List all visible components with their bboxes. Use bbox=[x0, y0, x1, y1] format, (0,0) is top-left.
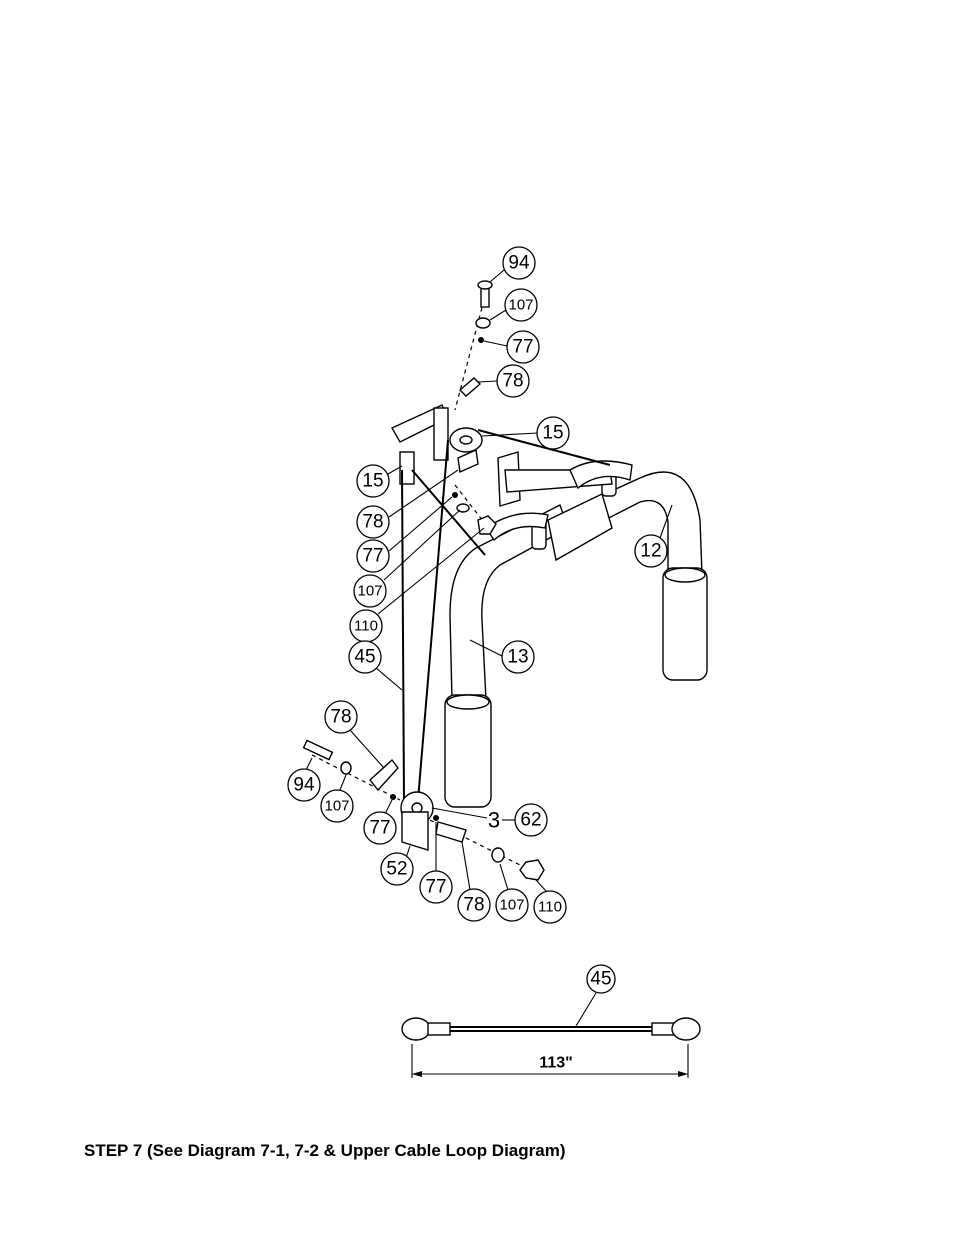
callout-110-left: 110 bbox=[349, 527, 485, 643]
callout-107-low-label: 107 bbox=[324, 798, 349, 815]
callout-45-cable-label: 45 bbox=[590, 969, 611, 990]
hardware bbox=[302, 280, 545, 881]
callout-13-label: 13 bbox=[507, 647, 528, 668]
callout-77-low: 77 bbox=[363, 799, 397, 845]
callout-15-left: 15 bbox=[356, 464, 403, 498]
callout-78-bottom: 78 bbox=[457, 841, 491, 922]
callout-62-label: 62 bbox=[520, 810, 541, 831]
upper-cable-loop-diagram: 45 113" bbox=[401, 964, 701, 1078]
callout-62-qty: 3 bbox=[488, 808, 500, 833]
step-heading: STEP 7 (See Diagram 7-1, 7-2 & Upper Cab… bbox=[84, 1141, 566, 1160]
callout-15-left-label: 15 bbox=[362, 471, 383, 492]
callout-52: 52 bbox=[380, 845, 414, 886]
cable-length-label: 113" bbox=[539, 1055, 572, 1072]
callout-94-top-label: 94 bbox=[508, 253, 530, 274]
cable-45 bbox=[401, 429, 611, 801]
callout-15-right: 15 bbox=[481, 416, 570, 450]
callout-62: 3 62 bbox=[431, 803, 548, 837]
pulley-15-left bbox=[399, 451, 415, 485]
callout-12: 12 bbox=[634, 504, 673, 568]
callout-94-low: 94 bbox=[287, 757, 321, 802]
callout-78-low-label: 78 bbox=[330, 707, 351, 728]
callout-110-bottom: 110 bbox=[533, 879, 567, 924]
callout-77-low-label: 77 bbox=[369, 818, 390, 839]
callout-45-label: 45 bbox=[354, 647, 375, 668]
upper-bracket bbox=[391, 404, 633, 542]
callout-77-bottom: 77 bbox=[419, 822, 453, 904]
callout-94-top: 94 bbox=[489, 246, 536, 283]
callout-13: 13 bbox=[469, 639, 535, 674]
callout-77-top: 77 bbox=[483, 330, 540, 364]
callout-107-low: 107 bbox=[320, 774, 354, 823]
callout-107-left: 107 bbox=[353, 509, 461, 608]
frame-part-12 bbox=[547, 471, 708, 681]
callout-78-top-label: 78 bbox=[502, 371, 523, 392]
callout-77-bottom-label: 77 bbox=[425, 877, 446, 898]
callout-107-top: 107 bbox=[489, 288, 538, 322]
callout-78-bottom-label: 78 bbox=[463, 895, 484, 916]
callout-78-left-label: 78 bbox=[362, 512, 383, 533]
callout-15-right-label: 15 bbox=[542, 423, 563, 444]
callout-78-low: 78 bbox=[324, 700, 385, 769]
callout-78-top: 78 bbox=[477, 364, 530, 398]
callout-78-left: 78 bbox=[356, 469, 459, 539]
callout-94-low-label: 94 bbox=[293, 775, 315, 796]
callout-107-top-label: 107 bbox=[508, 297, 533, 314]
callout-77-left: 77 bbox=[356, 496, 453, 573]
callout-77-left-label: 77 bbox=[362, 546, 383, 567]
pulley-15-top bbox=[449, 427, 483, 453]
callout-110-left-label: 110 bbox=[354, 618, 378, 635]
callout-12-label: 12 bbox=[640, 541, 661, 562]
pulley-62 bbox=[400, 791, 434, 851]
callout-107-bottom: 107 bbox=[495, 863, 529, 922]
callout-110-bottom-label: 110 bbox=[538, 899, 562, 916]
callout-45: 45 bbox=[348, 640, 403, 691]
callout-52-label: 52 bbox=[386, 859, 407, 880]
callout-107-left-label: 107 bbox=[357, 583, 382, 600]
callout-77-top-label: 77 bbox=[512, 337, 533, 358]
callout-107-bottom-label: 107 bbox=[499, 897, 524, 914]
frame-part-13 bbox=[444, 504, 569, 808]
